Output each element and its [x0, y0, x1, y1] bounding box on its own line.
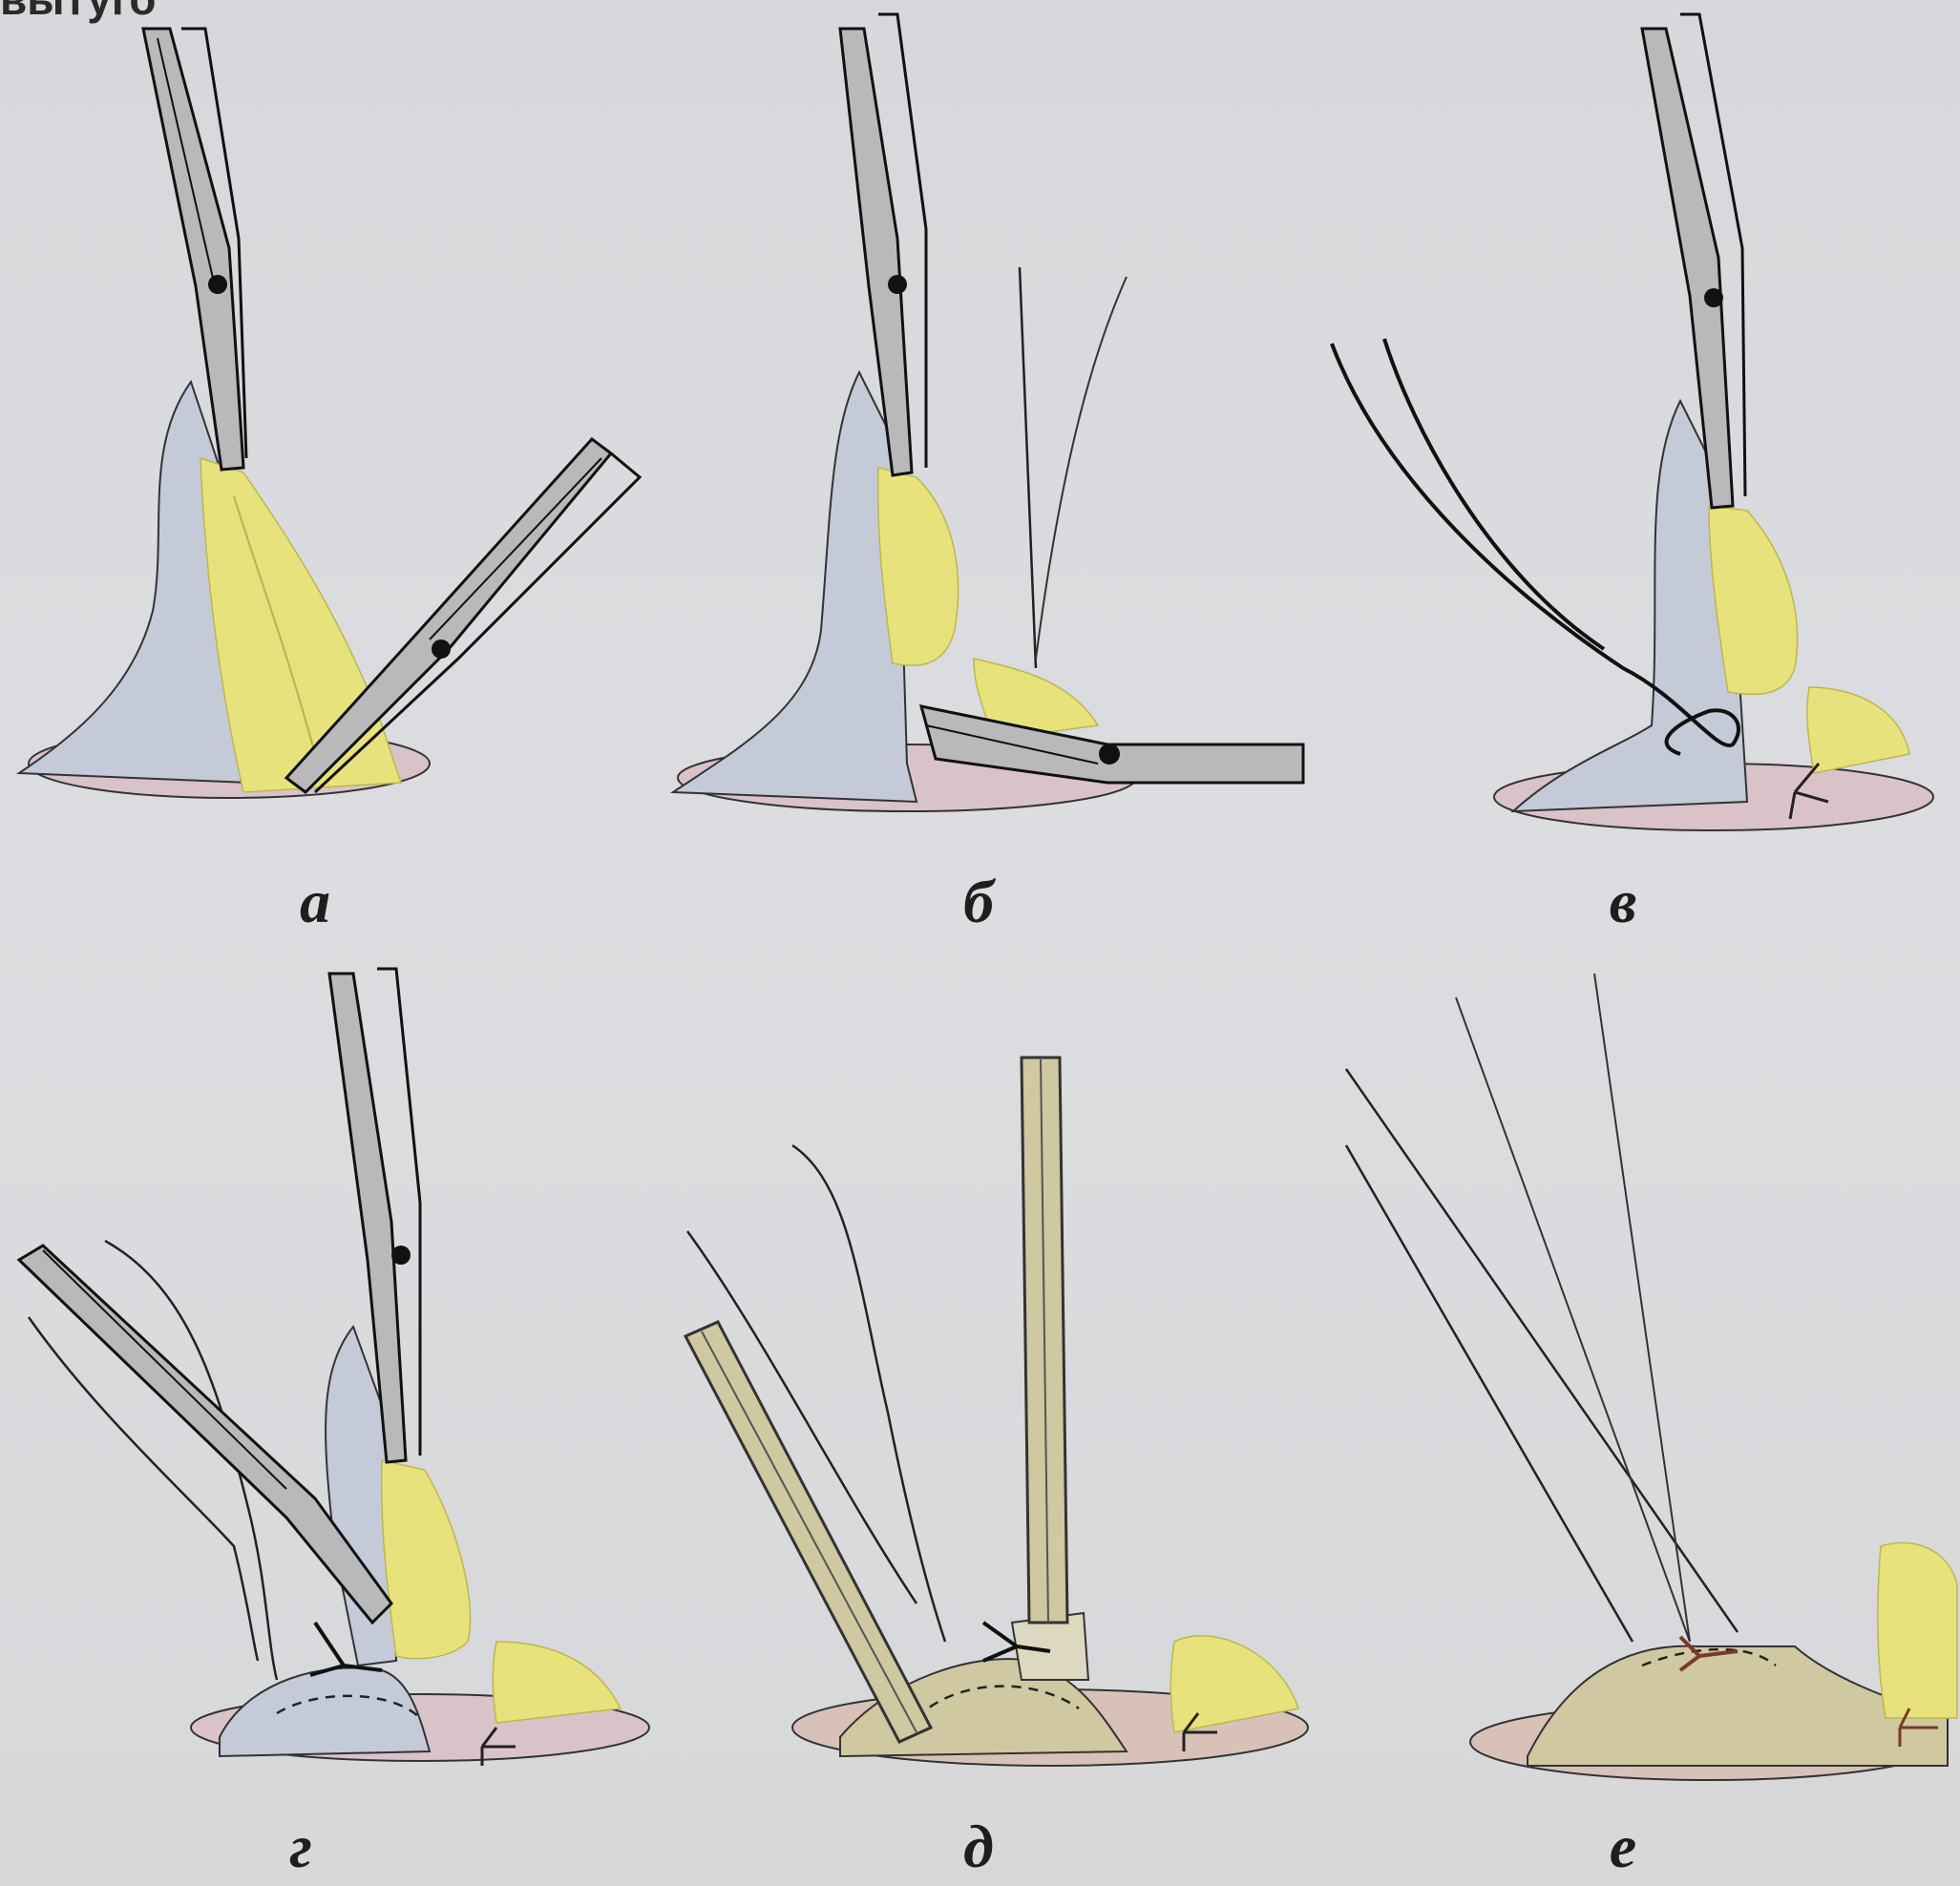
panel-d-clamp-hinge [391, 1246, 411, 1265]
panel-label-d: г [263, 1812, 339, 1882]
panel-a-clamp-diagonal [286, 439, 640, 792]
panel-b-clamp2-hinge [1099, 744, 1120, 765]
panel-b-ligature-thread-2 [1036, 277, 1127, 659]
panel-c-drawing [1332, 14, 1933, 830]
panel-label-f: е [1585, 1812, 1661, 1882]
panel-label-e: д [940, 1812, 1017, 1882]
panel-e-drawing [685, 1058, 1308, 1766]
panel-f-thread-1 [1346, 1069, 1738, 1632]
panel-f-thread-4 [1594, 974, 1690, 1642]
panel-c-suture-tail [1384, 339, 1604, 649]
panel-c-fat-lower [1807, 687, 1909, 773]
panel-e-retractor-diagonal [685, 1322, 931, 1742]
panel-d-fat-lower [493, 1642, 621, 1723]
panel-f-thread-3 [1456, 997, 1690, 1642]
panel-a-clamp-hinge [208, 275, 227, 294]
panel-a-drawing [19, 29, 640, 798]
panel-f-fat [1878, 1542, 1957, 1718]
panel-a-clamp2-hinge [432, 639, 451, 659]
panel-b-clamp-hinge [888, 275, 907, 294]
panel-b-drawing [673, 14, 1303, 811]
panel-b-tissue-stump [673, 372, 917, 802]
panel-b-ligature-thread-1 [1020, 267, 1036, 668]
panel-c-clamp-hinge [1704, 288, 1723, 307]
panel-d-drawing [19, 969, 649, 1766]
panel-b-fat-upper [878, 468, 959, 665]
panel-e-retractor-vertical [1022, 1058, 1067, 1623]
panel-label-b: б [940, 867, 1017, 937]
panel-d-tissue-mound [220, 1668, 430, 1756]
panel-f-drawing [1346, 974, 1957, 1780]
panel-d-fat-upper [382, 1460, 471, 1659]
panel-f-thread-2 [1346, 1145, 1633, 1642]
panel-label-a: а [277, 867, 353, 937]
panel-label-c: в [1585, 867, 1661, 937]
